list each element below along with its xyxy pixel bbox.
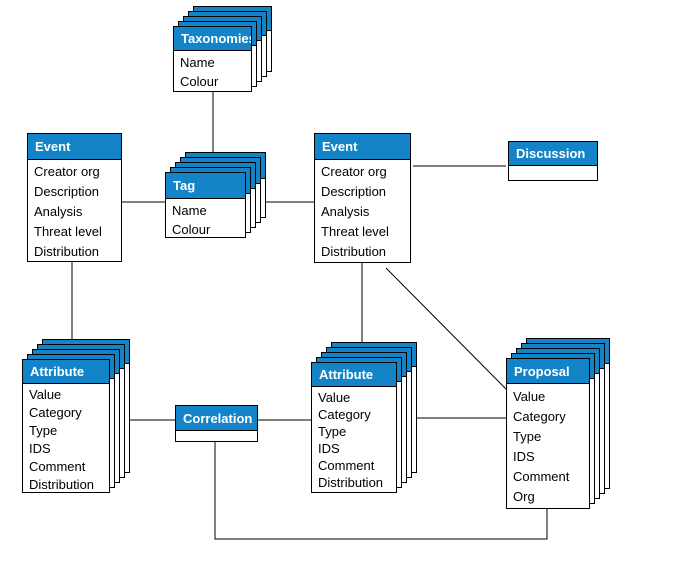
- entity-fields: [509, 166, 597, 168]
- field-label: Description: [321, 184, 387, 199]
- field-label: IDS: [513, 449, 535, 464]
- field-label: Comment: [513, 469, 570, 484]
- field-label: Threat level: [321, 224, 389, 239]
- entity-title: Event: [315, 134, 410, 160]
- field-label: Comment: [318, 458, 375, 473]
- field-label: Distribution: [29, 477, 95, 492]
- field-label: Analysis: [34, 204, 83, 219]
- field-label: Name: [180, 55, 215, 70]
- field-label: Colour: [172, 222, 211, 237]
- field-label: Threat level: [34, 224, 102, 239]
- field-label: Type: [29, 423, 58, 438]
- entity-title: Correlation: [176, 406, 257, 431]
- field-label: Type: [318, 424, 347, 439]
- field-label: Org: [513, 489, 535, 504]
- entity-title: Proposal: [507, 359, 589, 384]
- field-label: IDS: [29, 441, 51, 456]
- field-label: Category: [318, 407, 371, 422]
- field-label: Comment: [29, 459, 86, 474]
- field-label: Value: [318, 390, 351, 405]
- entity-title: Attribute: [312, 363, 396, 387]
- field-label: Analysis: [321, 204, 370, 219]
- field-label: Type: [513, 429, 542, 444]
- field-label: Distribution: [321, 244, 387, 259]
- field-label: Creator org: [34, 164, 100, 179]
- entity-title: Taxonomies: [174, 27, 251, 51]
- field-label: Value: [29, 387, 62, 402]
- entity-card: Correlation: [175, 405, 258, 442]
- entity-card: Discussion: [508, 141, 598, 181]
- field-label: Creator org: [321, 164, 387, 179]
- entity-title: Attribute: [23, 360, 109, 384]
- field-label: Category: [513, 409, 566, 424]
- field-label: Distribution: [34, 244, 100, 259]
- field-label: Distribution: [318, 475, 384, 490]
- field-label: Value: [513, 389, 546, 404]
- field-label: Description: [34, 184, 100, 199]
- field-label: IDS: [318, 441, 340, 456]
- entity-title: Discussion: [509, 142, 597, 166]
- entity-title: Tag: [166, 173, 245, 199]
- entity-title: Event: [28, 134, 121, 160]
- entity-fields: [176, 431, 257, 433]
- field-label: Name: [172, 203, 207, 218]
- field-label: Colour: [180, 74, 219, 89]
- field-label: Category: [29, 405, 82, 420]
